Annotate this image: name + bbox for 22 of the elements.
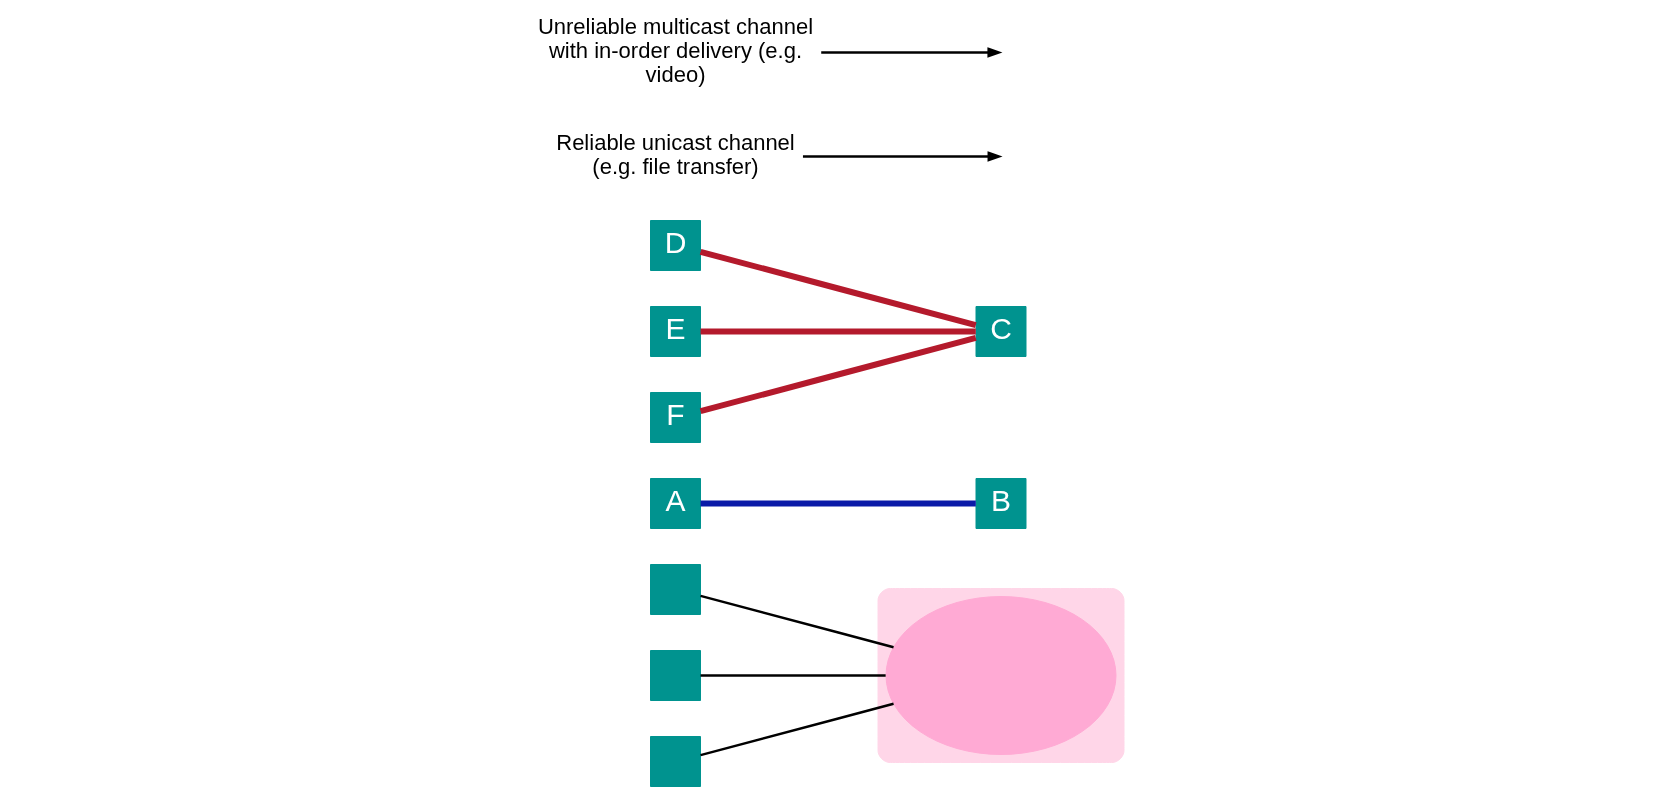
node-box: E xyxy=(650,306,701,357)
node-text: Unreliable multicast channel with in-order delivery (e.g. video) xyxy=(537,14,814,88)
node-box xyxy=(650,650,701,701)
node-box: B xyxy=(975,478,1027,529)
connector xyxy=(700,674,886,677)
connector xyxy=(700,328,976,335)
connector xyxy=(699,249,977,328)
node-box: A xyxy=(650,478,701,529)
arrow xyxy=(821,47,1003,58)
node-box: F xyxy=(650,392,701,443)
cluster xyxy=(877,588,1125,763)
node-box: C xyxy=(975,306,1027,357)
node-box: D xyxy=(650,220,701,271)
connector xyxy=(700,702,894,757)
arrow xyxy=(802,151,1003,162)
node-cloud xyxy=(885,596,1117,755)
connector xyxy=(699,335,977,414)
connector xyxy=(700,500,976,507)
node-text: Reliable unicast channel (e.g. file transfer) xyxy=(556,130,795,180)
node-box xyxy=(650,736,701,787)
node-box xyxy=(650,564,701,615)
connector xyxy=(700,594,894,649)
